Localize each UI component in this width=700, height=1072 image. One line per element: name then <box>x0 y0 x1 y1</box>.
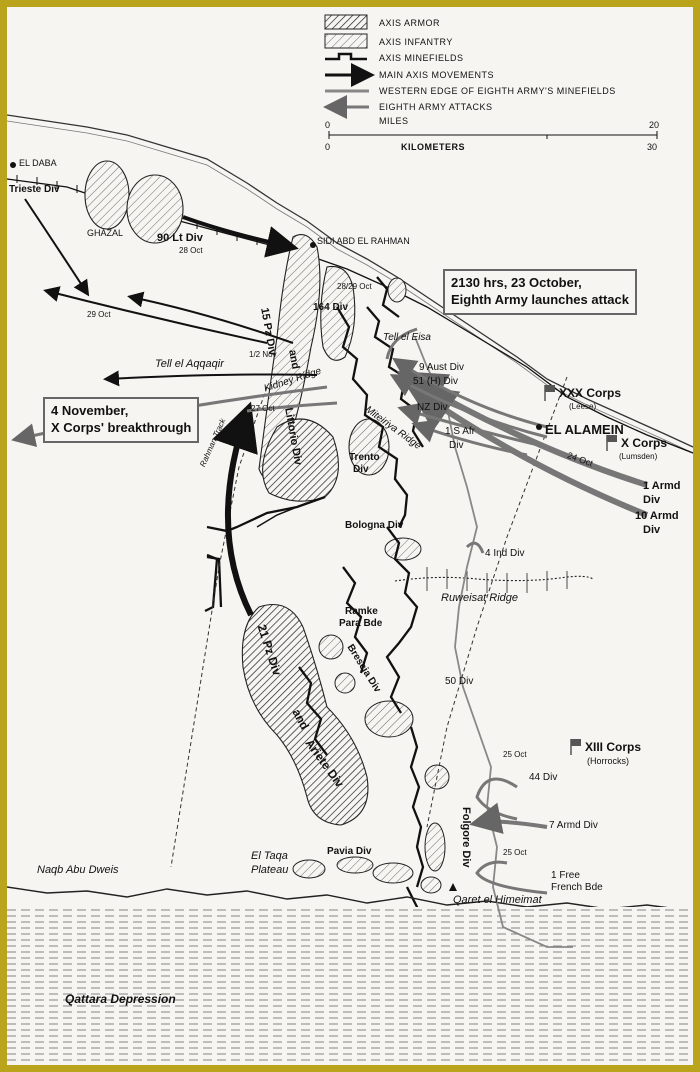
unit-1-s-afr-2: Div <box>449 440 464 451</box>
unit-10-armd-2: Div <box>643 524 661 536</box>
unit-51-h: 51 (H) Div <box>413 376 459 387</box>
corps-flags <box>544 385 617 755</box>
unit-44: 44 Div <box>529 772 558 783</box>
place-el-taqa-1: El Taqa <box>251 850 288 862</box>
unit-4-ind: 4 Ind Div <box>485 548 525 559</box>
legend-axis-minefields: AXIS MINEFIELDS <box>379 53 464 63</box>
corps-xiii: XIII Corps <box>585 740 642 754</box>
axis-movements <box>24 198 318 617</box>
legend-western-edge: WESTERN EDGE OF EIGHTH ARMY'S MINEFIELDS <box>379 86 616 96</box>
date-25-oct-a: 25 Oct <box>503 750 527 759</box>
unit-1-free-2: French Bde <box>551 882 603 893</box>
scale-miles-20: 20 <box>649 120 660 130</box>
corps-xiii-commander: (Horrocks) <box>587 756 629 766</box>
unit-trento-2: Div <box>353 464 369 475</box>
place-el-alamein: EL ALAMEIN <box>545 422 624 437</box>
date-28-29-oct: 28/29 Oct <box>337 282 372 291</box>
battle-map: AXIS ARMOR AXIS INFANTRY AXIS MINEFIELDS… <box>7 7 693 1065</box>
unit-164: 164 Div <box>313 302 349 313</box>
ridges <box>7 567 693 912</box>
legend-main-axis-movements: MAIN AXIS MOVEMENTS <box>379 70 495 80</box>
scale-kilometers: KILOMETERS <box>401 142 466 152</box>
place-el-daba: EL DABA <box>19 158 57 168</box>
unit-1-free-1: 1 Free <box>551 870 580 881</box>
corps-x-commander: (Lumsden) <box>619 452 658 461</box>
unit-9-aust: 9 Aust Div <box>419 362 465 373</box>
attack-callout-line1: 2130 hrs, 23 October, <box>451 275 582 290</box>
qattara-depression-area <box>7 907 693 1065</box>
eighth-army-minefield-edge <box>414 336 573 948</box>
map-graphics <box>7 14 693 1065</box>
date-28-oct: 28 Oct <box>179 246 203 255</box>
unit-10-armd-1: 10 Armd <box>635 510 679 522</box>
date-27-oct: 27 Oct <box>251 404 275 413</box>
corps-x: X Corps <box>621 436 668 450</box>
unit-1-armd-1: 1 Armd <box>643 480 681 492</box>
breakthrough-callout: 4 November, X Corps' breakthrough <box>43 397 200 443</box>
unit-trieste: Trieste Div <box>9 184 60 195</box>
unit-90-lt: 90 Lt Div <box>157 232 203 244</box>
unit-ramke-2: Para Bde <box>339 618 383 629</box>
attack-callout-line2: Eighth Army launches attack <box>451 291 629 307</box>
place-tell-el-eisa: Tell el Eisa <box>383 332 431 343</box>
qaret-el-himeimat-marker <box>449 883 457 891</box>
unit-bologna: Bologna Div <box>345 520 404 531</box>
unit-pavia: Pavia Div <box>327 846 372 857</box>
place-tell-el-aqqaqir: Tell el Aqqaqir <box>155 358 224 370</box>
breakthrough-callout-line1: 4 November, <box>51 403 129 418</box>
place-ghazal: GHAZAL <box>87 228 124 238</box>
legend-miles: MILES <box>379 116 409 126</box>
unit-trento-1: Trento <box>349 452 380 463</box>
legend-axis-infantry: AXIS INFANTRY <box>379 37 453 47</box>
unit-folgore: Folgore Div <box>460 807 472 868</box>
place-qattara-depression: Qattara Depression <box>65 992 176 1006</box>
sidi-abd-el-rahman-dot <box>310 242 316 248</box>
el-daba-dot <box>10 162 16 168</box>
coastline <box>7 114 693 454</box>
place-el-taqa-2: Plateau <box>251 864 289 876</box>
unit-50: 50 Div <box>445 676 474 687</box>
date-1-2-nov: 1/2 Nov <box>249 350 277 359</box>
unit-and-1: and <box>286 348 302 371</box>
unit-1-armd-2: Div <box>643 494 661 506</box>
place-qaret-el-himeimat: Qaret el Himeimat <box>453 894 542 906</box>
legend-eighth-army-attacks: EIGHTH ARMY ATTACKS <box>379 102 493 112</box>
unit-nz: NZ Div <box>417 402 448 413</box>
attack-callout: 2130 hrs, 23 October, Eighth Army launch… <box>443 269 637 315</box>
unit-7-armd: 7 Armd Div <box>549 820 598 831</box>
unit-1-s-afr-1: 1 S Afr <box>445 426 476 437</box>
scale-miles-0: 0 <box>325 120 331 130</box>
corps-xxx: XXX Corps <box>559 386 622 400</box>
scale-km-30: 30 <box>647 142 658 152</box>
date-25-oct-b: 25 Oct <box>503 848 527 857</box>
corps-xxx-commander: (Leese) <box>569 402 597 411</box>
place-ruweisat-ridge: Ruweisat Ridge <box>441 592 519 604</box>
axis-positions <box>84 160 450 894</box>
place-sidi-abd-el-rahman: SIDI ABD EL RAHMAN <box>317 236 410 246</box>
unit-ramke-1: Ramke <box>345 606 378 617</box>
place-naqb-abu-dweis: Naqb Abu Dweis <box>37 864 119 876</box>
legend-symbols <box>323 14 658 139</box>
legend-axis-armor: AXIS ARMOR <box>379 18 441 28</box>
date-29-oct: 29 Oct <box>87 310 111 319</box>
breakthrough-callout-line2: X Corps' breakthrough <box>51 419 192 435</box>
el-alamein-dot <box>536 424 542 430</box>
scale-km-0: 0 <box>325 142 331 152</box>
